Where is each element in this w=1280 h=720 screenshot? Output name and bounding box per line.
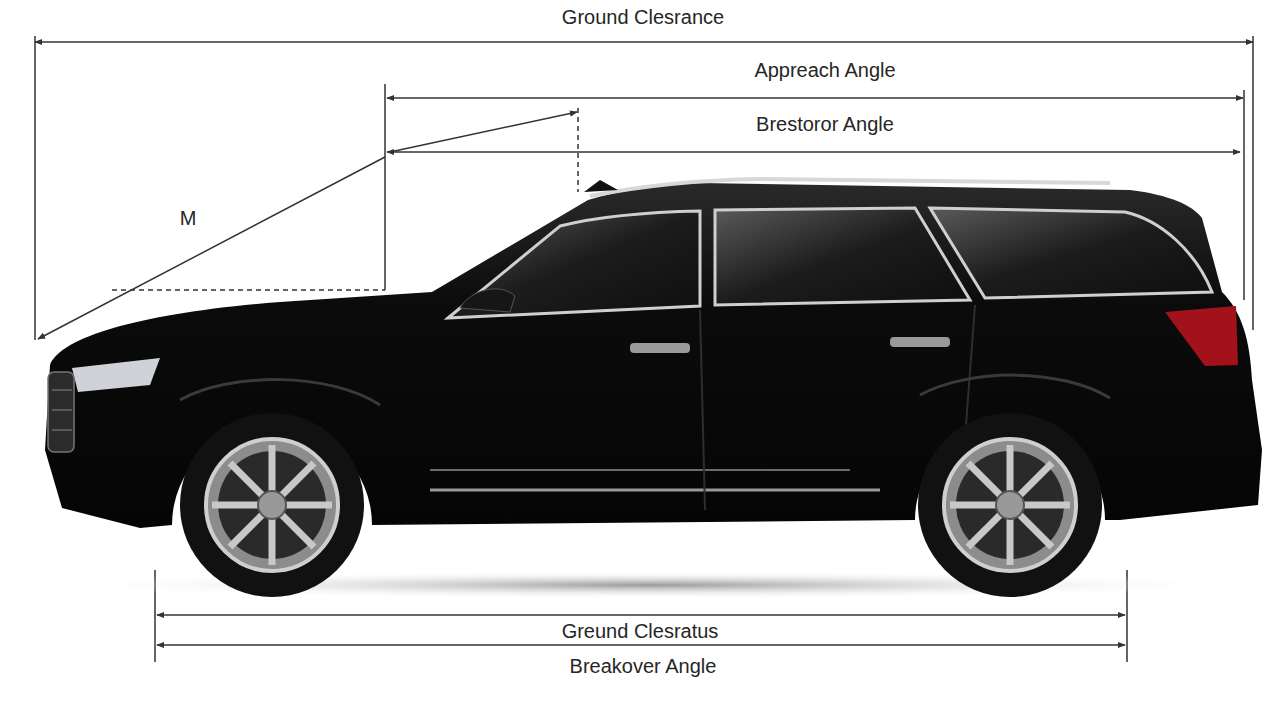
dimension-label: M [176,206,201,230]
illustration-part [180,413,364,597]
illustration-part [52,410,72,411]
illustration-part [157,614,1125,616]
illustration-part [715,208,970,305]
illustration-part [630,343,690,353]
illustration-part [212,445,332,565]
illustration-part [72,358,160,392]
illustration-part [460,289,515,312]
illustration-part [384,84,386,290]
illustration-part [430,489,880,492]
illustration-part [944,439,1076,571]
illustration-part [968,463,1052,547]
illustration-part [34,36,36,340]
illustration-part [584,180,618,192]
illustration-part [390,112,577,152]
illustration-part [1252,36,1254,330]
illustration-part [180,380,380,405]
illustration-part [700,310,705,510]
dimension-label: Ground Clesrance [558,5,728,29]
illustration-part [52,430,72,431]
illustration-part [230,463,314,547]
illustration-part [996,491,1024,519]
illustration-part [387,97,1243,99]
illustration-part [258,491,286,519]
illustration-part [918,413,1102,597]
illustration-part [890,337,950,347]
front-wheel [180,413,364,597]
illustration-part [590,179,1110,196]
illustration-part [157,644,1125,646]
illustration-part [968,463,1052,547]
illustration-part [930,208,1212,298]
dimension-label: Appreach Angle [750,58,899,82]
illustration-part [52,390,72,391]
illustration-part [448,211,700,318]
illustration-part [48,372,74,452]
illustration-part [112,289,385,291]
illustration-part [920,375,1110,398]
dimension-label: Greund Clesratus [558,619,723,643]
illustration-part [1243,90,1245,300]
rear-wheel [918,413,1102,597]
illustration-part [230,463,314,547]
dimension-label: Breakover Angle [566,654,721,678]
illustration-part [206,439,338,571]
illustration-part [1165,306,1238,366]
illustration-part [950,445,1070,565]
illustration-part [430,469,850,471]
dimension-label: Brestoror Angle [752,112,898,136]
illustration-part [35,41,1253,43]
illustration-part [387,151,1240,153]
illustration-part [577,108,579,192]
